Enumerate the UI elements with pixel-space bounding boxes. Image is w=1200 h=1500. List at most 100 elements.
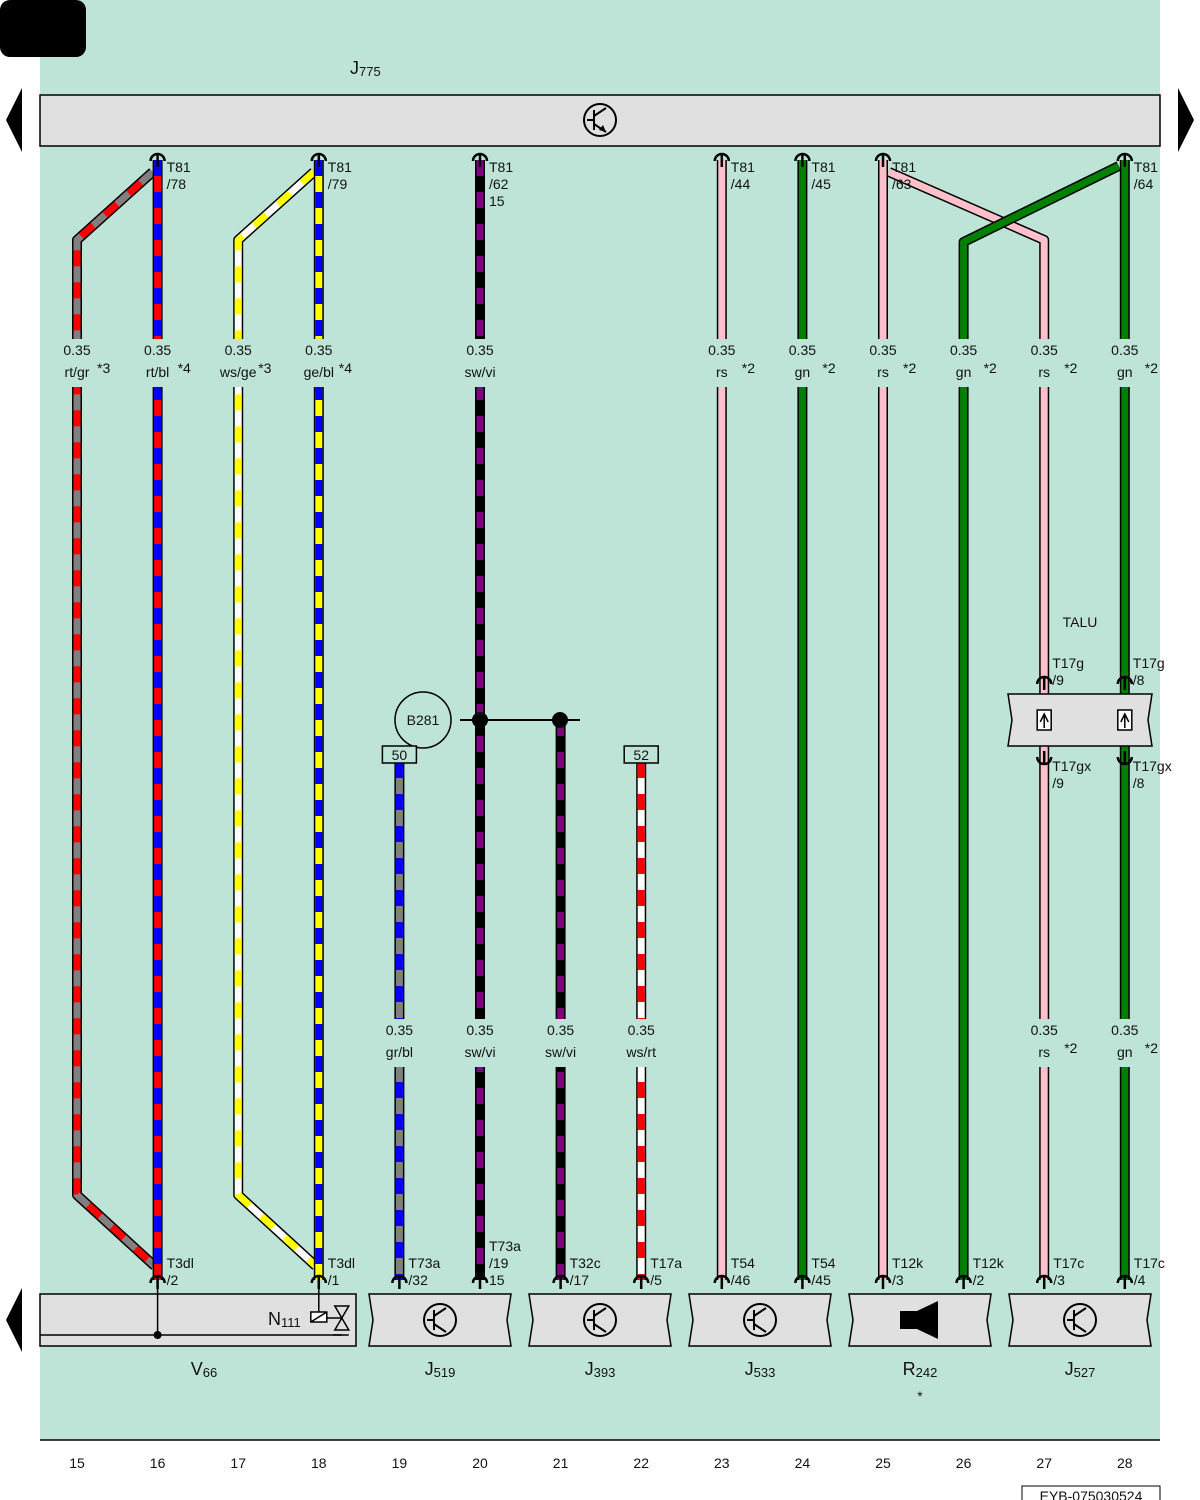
top-module-transistor-icon	[583, 103, 617, 137]
upper-label-size-20: 0.35	[466, 342, 493, 358]
top-connector-pin-23: /44	[731, 176, 751, 192]
upper-label-note-24: *2	[822, 360, 835, 376]
lower-label-size-21: 0.35	[547, 1022, 574, 1038]
upper-label-color-16: rt/bl	[146, 364, 169, 380]
upper-label-color-26: gn	[956, 364, 972, 380]
bottom-connector-19-icon	[391, 1274, 408, 1289]
n111-label: N111	[268, 1309, 301, 1330]
upper-label-note-28: *2	[1145, 360, 1158, 376]
top-connector-name-23: T81	[731, 159, 755, 175]
upper-label-size-16: 0.35	[144, 342, 171, 358]
talu-upper-connector-27-icon	[1035, 675, 1053, 690]
bottom-connector-pin-18: /1	[328, 1272, 340, 1288]
top-connector-pin-16: /78	[167, 176, 187, 192]
top-connector-18-icon	[310, 152, 328, 167]
upper-label-color-27: rs	[1038, 364, 1050, 380]
top-connector-name-18: T81	[328, 159, 352, 175]
top-connector-name-16: T81	[167, 159, 191, 175]
module-393-transistor-icon-collector	[593, 1307, 607, 1317]
module-533-transistor-icon-emitter	[753, 1323, 767, 1333]
talu-label: TALU	[1063, 614, 1098, 630]
nav-left-top-arrow-icon[interactable]	[6, 88, 22, 152]
lower-label-size-20: 0.35	[466, 1022, 493, 1038]
top-connector-name-20: T81	[489, 159, 513, 175]
lower-label-mask-20	[446, 1019, 514, 1067]
upper-label-color-28: gn	[1117, 364, 1133, 380]
column-number-16: 16	[150, 1455, 166, 1471]
bottom-connector-name-18: T3dl	[328, 1255, 355, 1271]
nav-left-bottom-arrow-icon[interactable]	[6, 1288, 22, 1352]
bottom-connector-name-25: T12k	[892, 1255, 924, 1271]
upper-label-size-18: 0.35	[305, 342, 332, 358]
top-connector-20-icon	[471, 152, 489, 167]
top-connector-extra-20: 15	[489, 193, 505, 209]
wire-26-gn-base	[960, 162, 1121, 1280]
top-connector-name-24: T81	[811, 159, 835, 175]
upper-label-size-17: 0.35	[225, 342, 252, 358]
top-connector-name-25: T81	[892, 159, 916, 175]
bottom-connector-23-icon	[713, 1274, 731, 1289]
bottom-connector-pin-25: /3	[892, 1272, 904, 1288]
bottom-connector-name-24: T54	[811, 1255, 835, 1271]
bottom-module-label-533: J533	[745, 1359, 776, 1380]
lower-label-size-27: 0.35	[1031, 1022, 1058, 1038]
module-533-transistor-icon	[743, 1303, 777, 1337]
module-519-transistor-icon-ring	[423, 1303, 457, 1337]
upper-label-size-24: 0.35	[789, 342, 816, 358]
wire-15-rt-gr-stripe	[73, 169, 157, 1269]
module-527-transistor-icon-ring	[1063, 1303, 1097, 1337]
bottom-connector-27-icon	[1035, 1274, 1053, 1289]
upper-label-color-15: rt/gr	[65, 364, 90, 380]
column-number-24: 24	[795, 1455, 811, 1471]
upper-label-mask-18	[284, 339, 353, 387]
terminal-boxes: 50 52	[381, 745, 659, 764]
module-242-speaker-icon	[900, 1301, 938, 1339]
lower-label-size-28: 0.35	[1111, 1022, 1138, 1038]
column-number-19: 19	[392, 1455, 408, 1471]
terminal-label-22: 52	[633, 747, 649, 763]
upper-label-note-16: *4	[178, 360, 191, 376]
bottom-module-label-66: V66	[191, 1359, 217, 1380]
bottom-connector-16-icon	[149, 1274, 166, 1289]
module-393-transistor-icon-emitter	[593, 1323, 607, 1333]
bottom-connector-name-16: T3dl	[167, 1255, 194, 1271]
bottom-connector-extra-20: 15	[489, 1272, 505, 1288]
talu-contact-27-icon	[1036, 709, 1052, 731]
upper-label-note-27: *2	[1064, 360, 1077, 376]
bottom-connector-name-28: T17c	[1134, 1255, 1165, 1271]
bottom-connector-pin-21: /17	[570, 1272, 590, 1288]
bottom-module-box-533	[688, 1293, 832, 1347]
upper-label-size-28: 0.35	[1111, 342, 1138, 358]
upper-label-mask-16	[123, 339, 192, 387]
bottom-connector-pin-24: /45	[811, 1272, 831, 1288]
lower-label-color-19: gr/bl	[386, 1044, 413, 1060]
bottom-connector-20-icon	[471, 1274, 489, 1289]
top-connector-16-icon	[149, 152, 166, 167]
nav-right-top-arrow-icon[interactable]	[1178, 88, 1194, 152]
upper-label-color-25: rs	[877, 364, 889, 380]
upper-label-size-27: 0.35	[1031, 342, 1058, 358]
upper-label-size-25: 0.35	[869, 342, 896, 358]
wire-27-rs-upper	[886, 167, 1050, 694]
wire-15-rt-gr	[72, 168, 158, 1270]
top-connector-23-icon	[713, 152, 731, 167]
upper-label-color-17: ws/ge	[219, 364, 257, 380]
n111-coil-slash	[310, 1311, 328, 1323]
bottom-connector-pin-27: /3	[1053, 1272, 1065, 1288]
column-number-18: 18	[311, 1455, 327, 1471]
upper-label-mask-27	[1010, 339, 1079, 387]
bottom-module-box-66	[39, 1293, 357, 1347]
bottom-connector-18-icon	[310, 1274, 328, 1289]
bottom-connector-22-icon	[632, 1274, 650, 1289]
talu-contact-mark-27	[1039, 712, 1049, 728]
bottom-connector-name-27: T17c	[1053, 1255, 1084, 1271]
upper-label-mask-26	[929, 339, 998, 387]
upper-label-mask-20	[446, 339, 514, 387]
talu-lower-name-27: T17gx	[1052, 758, 1091, 774]
module-527-transistor-icon-collector	[1073, 1307, 1087, 1317]
terminal-label-19: 50	[392, 747, 408, 763]
top-module-box	[39, 94, 1161, 147]
talu-lower-connector-27-icon	[1035, 751, 1053, 766]
wire-17-ws-ge	[233, 168, 320, 1270]
upper-wire-labels: 0.35rt/gr*30.35rt/bl*40.35ws/ge*30.35ge/…	[43, 339, 1159, 387]
